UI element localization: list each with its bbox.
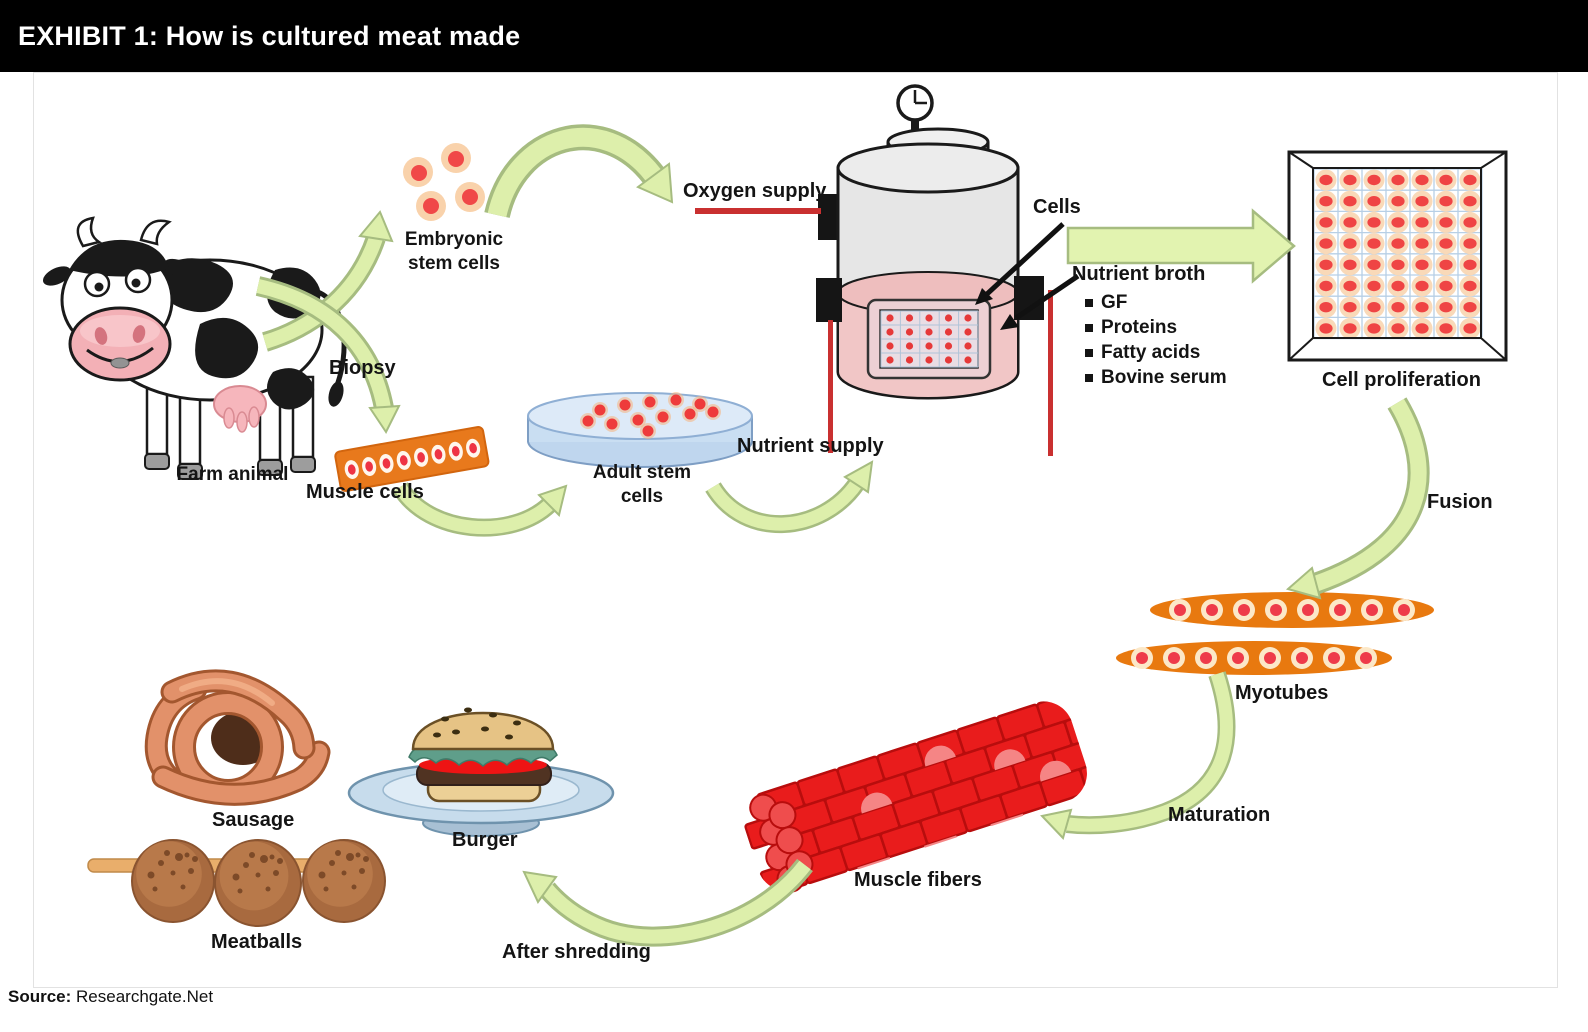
label-maturation: Maturation: [1168, 804, 1271, 826]
petri-dish-cells: [580, 392, 721, 439]
label-biopsy: Biopsy: [329, 357, 396, 379]
nutrient-supply-line-right: [1048, 290, 1053, 456]
label-meatballs: Meatballs: [211, 931, 303, 953]
cow-tail-tuft: [328, 381, 344, 407]
petri-dish-icon: [527, 392, 753, 468]
label-nutrient-supply: Nutrient supply: [737, 435, 884, 457]
arrow-biopsy-to-muscle-cells: [255, 276, 401, 434]
label-farm-animal: Farm animal: [176, 464, 289, 485]
arrow-maturation: [1040, 671, 1236, 840]
cow-horn-right: [139, 219, 172, 246]
label-muscle-fibers: Muscle fibers: [854, 869, 982, 891]
myotubes-icon: [1116, 592, 1434, 675]
oxygen-supply-line: [695, 208, 821, 214]
bullet-square-icon: [1085, 373, 1093, 382]
cells-pointer-arrow: [975, 222, 1065, 305]
cow-icon: [42, 216, 347, 480]
arrow-fusion: [1285, 397, 1430, 600]
broth-item: Fatty acids: [1085, 340, 1227, 365]
label-cell-proliferation: Cell proliferation: [1322, 369, 1481, 391]
bullet-square-icon: [1085, 323, 1093, 332]
label-sausage: Sausage: [212, 809, 295, 831]
cell-proliferation-cells: [1313, 168, 1483, 340]
cow-ear-left: [42, 266, 72, 286]
muscle-cells-icon: [334, 426, 490, 492]
reactor-basket-cells: [880, 310, 979, 368]
bullet-square-icon: [1085, 348, 1093, 357]
source-value: Researchgate.Net: [71, 987, 214, 1006]
nutrient-broth-pointer-arrow: [1000, 273, 1080, 330]
source-label: Source:: [8, 987, 72, 1006]
bullet-square-icon: [1085, 298, 1093, 307]
embryonic-stem-cells-icon: [403, 143, 485, 221]
nutrient-broth-list: GF Proteins Fatty acids Bovine serum: [1085, 290, 1227, 390]
broth-item: Bovine serum: [1085, 365, 1227, 390]
arrow-petri-to-reactor: [705, 460, 874, 534]
label-embryonic-stem-cells: Embryonic stem cells: [404, 229, 504, 274]
arrow-after-shredding: [522, 858, 813, 947]
label-muscle-cells: Muscle cells: [306, 481, 424, 503]
label-oxygen-supply: Oxygen supply: [683, 180, 827, 202]
reactor-port-right: [1014, 276, 1044, 320]
broth-item: Proteins: [1085, 315, 1227, 340]
burger-icon: [347, 707, 615, 837]
cell-proliferation-tray-icon: [1287, 150, 1508, 362]
reactor-port-left-bottom: [816, 278, 842, 322]
label-after-shredding: After shredding: [502, 941, 651, 963]
myotube-cells: [1131, 599, 1415, 669]
cow-ear-right: [163, 258, 193, 278]
arrow-reactor-to-proliferation: [1066, 208, 1296, 284]
bioreactor-icon: [695, 84, 1053, 456]
meatballs-icon: [87, 839, 386, 927]
label-nutrient-broth: Nutrient broth: [1072, 263, 1206, 285]
label-fusion: Fusion: [1427, 491, 1493, 513]
exhibit-title: EXHIBIT 1: How is cultured meat made: [18, 20, 521, 51]
cow-head: [42, 216, 193, 382]
label-myotubes: Myotubes: [1235, 682, 1329, 704]
cow-horn-left: [76, 216, 103, 248]
sesame-seeds: [433, 707, 521, 740]
exhibit-header: EXHIBIT 1: How is cultured meat made: [0, 0, 1588, 72]
nutrient-supply-line-left: [828, 320, 833, 453]
label-cells: Cells: [1033, 196, 1081, 218]
arrow-muscle-cells-to-petri: [392, 481, 568, 537]
label-burger: Burger: [452, 829, 518, 851]
label-adult-stem-cells: Adult stem cells: [592, 462, 692, 507]
muscle-fiber-cross-sections: [749, 793, 814, 893]
broth-item: GF: [1085, 290, 1227, 315]
sausage-icon: [144, 669, 331, 806]
source-line: Source: Researchgate.Net: [8, 987, 213, 1007]
arrow-embryonic-to-reactor: [484, 124, 674, 219]
